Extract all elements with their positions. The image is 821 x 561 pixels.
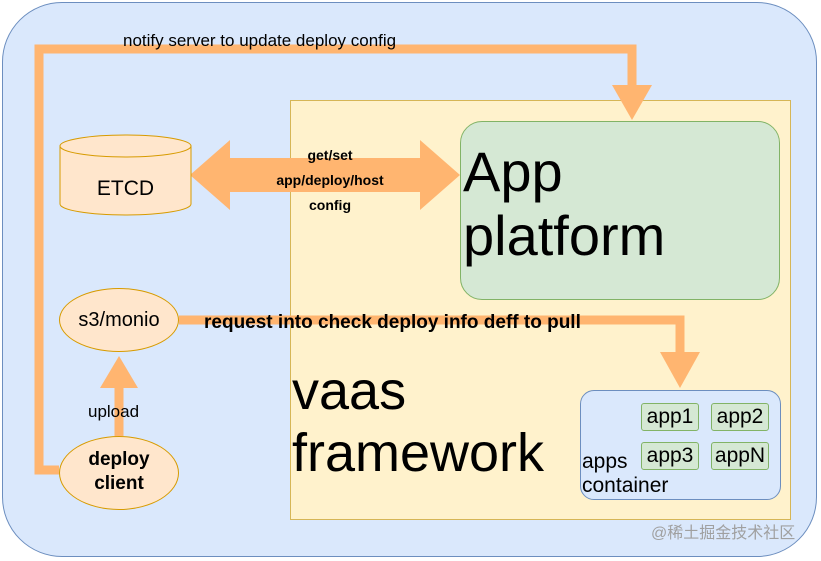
watermark: @稀土掘金技术社区 <box>651 525 796 542</box>
request-arrowhead <box>660 352 700 388</box>
etcd-label: ETCD <box>96 177 155 200</box>
app-platform-box <box>460 121 780 300</box>
app-box-app2: app2 <box>711 403 769 431</box>
etcd-cylinder <box>59 134 192 216</box>
etcd-edge-line2: app/deploy/host <box>276 172 384 188</box>
vaas-framework-label: vaas framework <box>292 360 544 484</box>
etcd-double-arrow <box>190 140 460 210</box>
upload-edge-label: upload <box>88 402 140 421</box>
request-edge-label: request into check deploy info deff to p… <box>204 312 581 333</box>
apps-container-label: apps container <box>582 450 668 498</box>
deploy-client-line2: client <box>94 473 144 494</box>
s3-storage-node: s3/monio <box>59 288 179 352</box>
upload-arrowhead <box>100 356 138 388</box>
app-platform-label: App platform <box>463 140 665 268</box>
vaas-line2: framework <box>292 423 545 483</box>
etcd-edge-line1: get/set <box>307 147 353 163</box>
app-platform-line2: platform <box>463 204 666 267</box>
app-box-appn: appN <box>711 442 769 470</box>
deploy-client-line1: deploy <box>88 449 150 470</box>
etcd-edge-label: get/set app/deploy/host config <box>250 143 410 218</box>
app-box-app3: app3 <box>641 442 699 470</box>
apps-container-line1: apps <box>582 450 628 473</box>
notify-edge-label: notify server to update deploy config <box>123 31 397 50</box>
notify-arrow-path <box>34 44 637 475</box>
vaas-line1: vaas <box>292 361 407 421</box>
deploy-client-node: deploy client <box>59 436 179 510</box>
notify-arrowhead <box>612 85 652 120</box>
apps-container-line2: container <box>582 474 669 497</box>
request-arrow-path <box>179 315 685 360</box>
app-platform-line1: App <box>463 140 563 203</box>
etcd-edge-line3: config <box>309 197 351 213</box>
app-box-app1: app1 <box>641 403 699 431</box>
